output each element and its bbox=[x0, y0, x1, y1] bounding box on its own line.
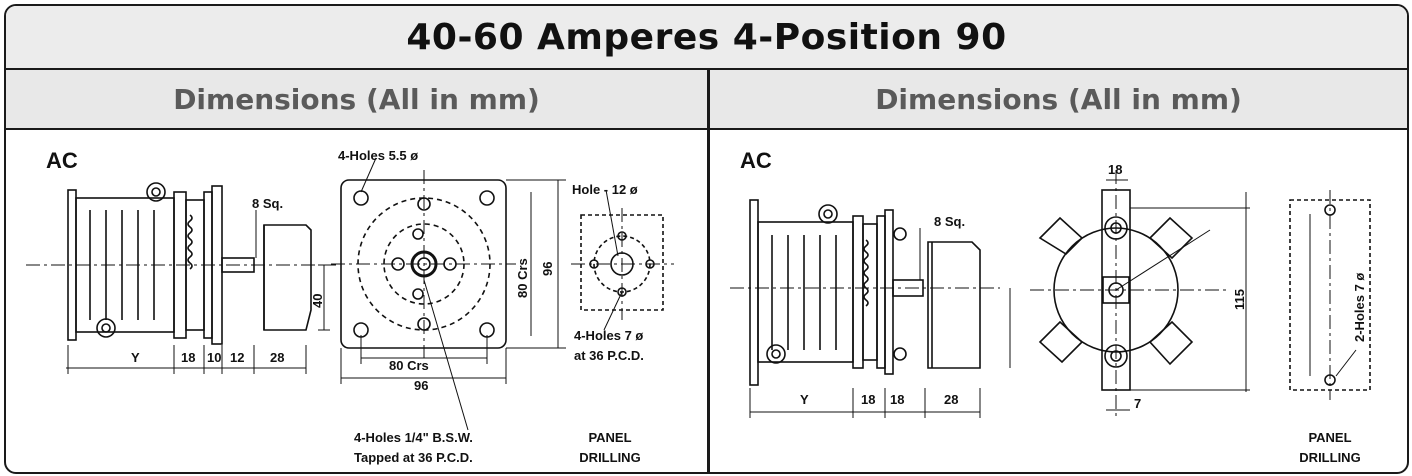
left-bsw-line1: 4-Holes 1/4" B.S.W. bbox=[354, 430, 473, 445]
right-28-label: 28 bbox=[944, 392, 958, 407]
left-drawing-panel: AC 8 Sq. 4-Holes 5.5 ø Hole - 12 ø 80 Cr… bbox=[6, 130, 707, 472]
left-96-vertical: 96 bbox=[540, 262, 555, 276]
left-10-label: 10 bbox=[207, 350, 221, 365]
right-7-label: 7 bbox=[1134, 396, 1141, 411]
diagram-frame: 40-60 Amperes 4-Position 90 Dimensions (… bbox=[4, 4, 1409, 474]
left-80crs-horizontal: 80 Crs bbox=[389, 358, 429, 373]
right-115-label: 115 bbox=[1232, 289, 1247, 310]
left-bsw-line2: Tapped at 36 P.C.D. bbox=[354, 450, 473, 465]
left-40-label: 40 bbox=[310, 294, 325, 308]
right-18b-label: 18 bbox=[890, 392, 904, 407]
left-holes7-line2: at 36 P.C.D. bbox=[574, 348, 644, 363]
right-y-label: Y bbox=[800, 392, 809, 407]
left-panel-line2: DRILLING bbox=[579, 450, 640, 465]
right-2holes-label: 2-Holes 7 ø bbox=[1352, 273, 1367, 342]
right-panel-line2: DRILLING bbox=[1299, 450, 1360, 465]
left-28-label: 28 bbox=[270, 350, 284, 365]
left-header-text: Dimensions (All in mm) bbox=[173, 82, 540, 116]
right-18-top-label: 18 bbox=[1108, 162, 1122, 177]
right-drawing-panel: AC 18 8 Sq. 115 2-Holes 7 ø Y 18 18 28 7… bbox=[710, 130, 1407, 472]
left-sq-label: 8 Sq. bbox=[252, 196, 283, 211]
left-drawing: AC 8 Sq. 4-Holes 5.5 ø Hole - 12 ø 80 Cr… bbox=[26, 148, 674, 465]
title-bar: 40-60 Amperes 4-Position 90 bbox=[6, 6, 1407, 70]
right-18a-label: 18 bbox=[861, 392, 875, 407]
left-ac-label: AC bbox=[46, 148, 78, 173]
left-holes55-label: 4-Holes 5.5 ø bbox=[338, 148, 418, 163]
right-panel-line1: PANEL bbox=[1308, 430, 1351, 445]
right-ac-label: AC bbox=[740, 148, 772, 173]
left-hole12-label: Hole - 12 ø bbox=[572, 182, 638, 197]
page-title: 40-60 Amperes 4-Position 90 bbox=[406, 16, 1007, 58]
left-80crs-vertical: 80 Crs bbox=[515, 258, 530, 298]
right-header-text: Dimensions (All in mm) bbox=[875, 82, 1242, 116]
left-section-header: Dimensions (All in mm) bbox=[6, 70, 707, 130]
right-section-header: Dimensions (All in mm) bbox=[710, 70, 1407, 130]
left-18-label: 18 bbox=[181, 350, 195, 365]
left-96-horizontal: 96 bbox=[414, 378, 428, 393]
right-drawing: AC 18 8 Sq. 115 2-Holes 7 ø Y 18 18 28 7… bbox=[730, 148, 1371, 465]
left-y-label: Y bbox=[131, 350, 140, 365]
left-12-label: 12 bbox=[230, 350, 244, 365]
left-holes7-line1: 4-Holes 7 ø bbox=[574, 328, 643, 343]
left-panel-line1: PANEL bbox=[588, 430, 631, 445]
column-divider bbox=[707, 70, 710, 472]
right-sq-label: 8 Sq. bbox=[934, 214, 965, 229]
